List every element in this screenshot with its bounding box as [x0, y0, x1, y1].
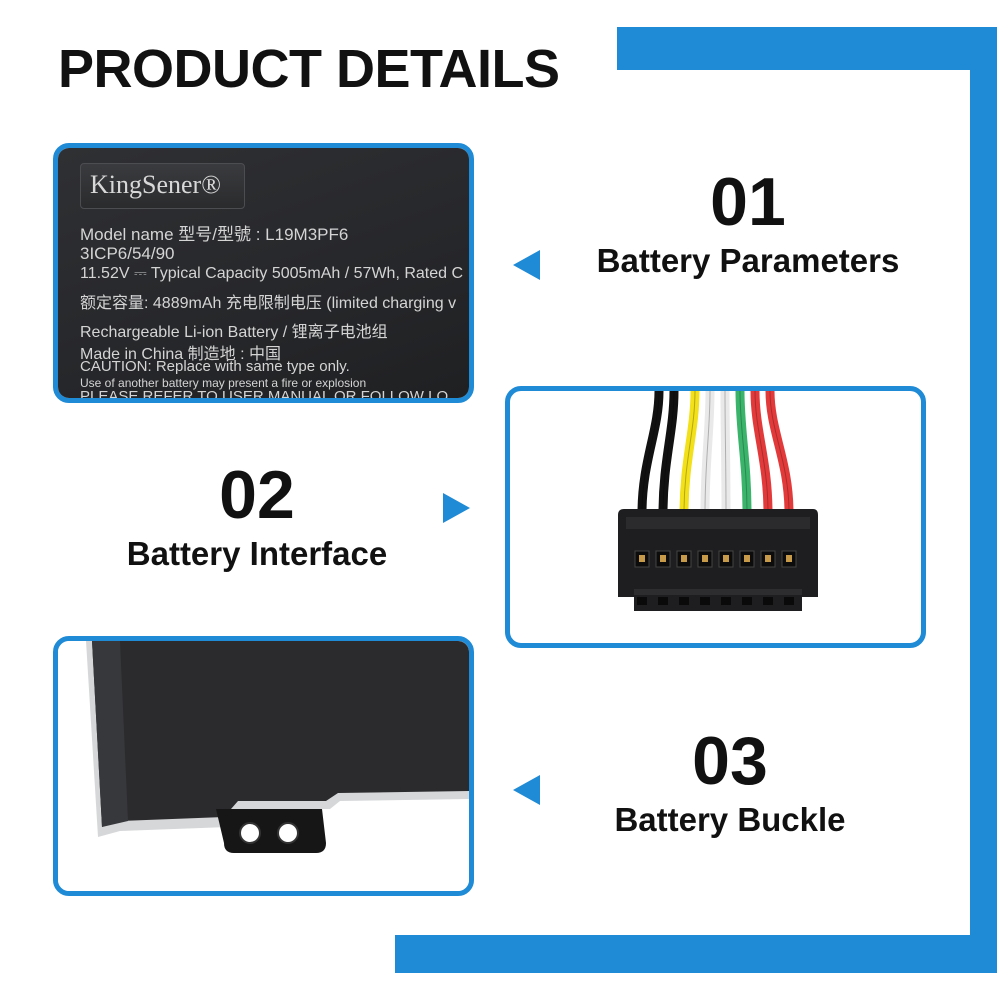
battery-body [92, 641, 469, 827]
buckle-hole-left [239, 822, 261, 844]
section-number: 03 [692, 723, 768, 799]
section-02: 02 Battery Interface [92, 458, 422, 576]
manual-line: PLEASE REFER TO USER MANUAL OR FOLLOW LO [80, 388, 449, 403]
connector-slot [742, 597, 752, 605]
page-title: PRODUCT DETAILS [58, 39, 560, 99]
capacity-line: 11.52V ⎓ Typical Capacity 5005mAh / 57Wh… [80, 265, 464, 282]
connector-slot [763, 597, 773, 605]
rated-capacity-line: 额定容量: 4889mAh 充电限制电压 (limited charging v [80, 295, 457, 312]
connector-pin-contact [723, 555, 729, 562]
connector-wire [700, 391, 715, 514]
model-name-line: Model name 型号/型號 : L19M3PF6 [80, 225, 349, 244]
section-number: 01 [710, 164, 786, 240]
caution-line: CAUTION: Replace with same type only. [80, 358, 350, 375]
section-caption: Battery Interface [126, 535, 388, 572]
section-caption: Battery Buckle [614, 801, 846, 838]
section-number: 02 [219, 457, 295, 533]
connector-pin-contact [681, 555, 687, 562]
connector-wire [750, 391, 773, 514]
connector-slot [700, 597, 710, 605]
battery-connector-photo [505, 386, 926, 648]
connector-slot [784, 597, 794, 605]
connector-pin-contact [639, 555, 645, 562]
connector-pin-contact [744, 555, 750, 562]
connector-pin-contact [765, 555, 771, 562]
connector-illustration [618, 391, 818, 611]
connector-pin-contact [660, 555, 666, 562]
connector-wire [637, 391, 664, 514]
warning-line: Use of another battery may present a fir… [80, 376, 367, 390]
connector-slot [658, 597, 668, 605]
connector-pin-contact [786, 555, 792, 562]
brand-logo-text: KingSener® [90, 170, 221, 199]
triangle-left-icon [513, 250, 540, 280]
connector-wire [765, 391, 794, 514]
connector-wire [679, 391, 700, 514]
connector-slot [637, 597, 647, 605]
connector-wire [720, 391, 731, 514]
section-caption: Battery Parameters [596, 242, 900, 279]
battery-buckle-photo [53, 636, 474, 896]
origin-line: Made in China 制造地 : 中国 [80, 346, 281, 363]
connector-slot [721, 597, 731, 605]
cell-code-line: 3ICP6/54/90 [80, 244, 175, 263]
buckle-tab [216, 809, 326, 853]
connector-wire [735, 391, 752, 514]
battery-label-photo: KingSener® Model name 型号/型號 : L19M3PF6 3… [53, 143, 474, 403]
connector-pin-contact [702, 555, 708, 562]
triangle-left-icon [513, 775, 540, 805]
triangle-right-icon [443, 493, 470, 523]
brand-plate [80, 163, 245, 209]
buckle-hole-right [277, 822, 299, 844]
battery-type-line: Rechargeable Li-ion Battery / 锂离子电池组 [80, 324, 388, 341]
connector-slot [679, 597, 689, 605]
section-03: 03 Battery Buckle [585, 724, 875, 842]
section-01: 01 Battery Parameters [578, 165, 918, 283]
connector-housing [618, 509, 818, 611]
connector-wire [658, 391, 679, 514]
buckle-illustration [58, 641, 469, 891]
